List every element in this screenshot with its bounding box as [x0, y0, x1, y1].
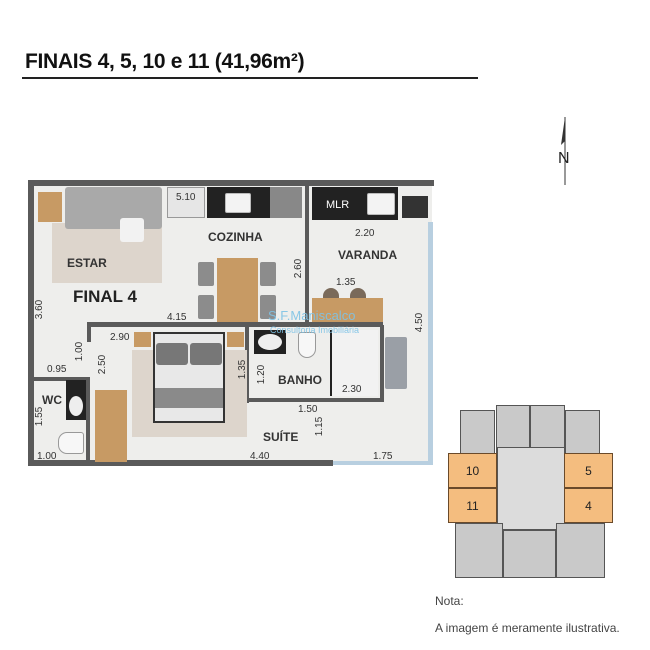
- room-label-mlr: MLR: [326, 199, 350, 211]
- dim-banho-door: 1.50: [298, 404, 318, 415]
- dim-banho-width: 2.30: [342, 384, 362, 395]
- fridge: [167, 187, 205, 218]
- wardrobe: [95, 390, 127, 462]
- barbecue: [402, 196, 428, 218]
- room-label-estar: ESTAR: [67, 256, 107, 270]
- shower: [330, 330, 378, 396]
- north-arrow-icon: [555, 115, 575, 187]
- laundry-sink: [367, 193, 395, 215]
- watermark-subtitle: Consultoria Imobiliária: [270, 325, 360, 335]
- note-label: Nota:: [435, 594, 464, 608]
- key-unit-10: 10: [448, 453, 497, 488]
- dim-suite-bed: 1.35: [237, 359, 249, 380]
- dim-bench: 1.35: [336, 277, 356, 288]
- rug: [52, 223, 162, 283]
- room-label-banho: BANHO: [278, 373, 322, 387]
- room-label-varanda: VARANDA: [338, 248, 398, 262]
- dim-wc-height: 1.55: [34, 406, 46, 427]
- dim-varanda-height: 4.50: [414, 312, 426, 333]
- kitchen-sink: [225, 193, 251, 213]
- unit-label: FINAL 4: [73, 287, 137, 306]
- dim-kitchen-wall: 2.60: [293, 258, 305, 279]
- key-unit-5: 5: [564, 453, 613, 488]
- sofa: [65, 187, 162, 229]
- title-underline: [22, 77, 478, 79]
- toilet: [298, 332, 316, 358]
- key-unit-4: 4: [564, 488, 613, 523]
- dim-fridge: 5.10: [176, 192, 196, 203]
- key-unit-11: 11: [448, 488, 497, 523]
- north-label: N: [558, 150, 570, 167]
- dim-banho-depth: 1.20: [256, 364, 268, 385]
- watermark-name: S.F.Maniscalco: [268, 308, 356, 323]
- dim-wc-width: 0.95: [47, 364, 67, 375]
- dim-varanda-width: 2.20: [355, 228, 375, 239]
- room-label-suite: SUÍTE: [263, 430, 299, 444]
- dim-varanda-bottom: 1.75: [373, 451, 393, 462]
- room-label-wc: WC: [42, 393, 62, 407]
- dim-suite-top: 2.90: [110, 332, 130, 343]
- varanda-bench: [312, 298, 383, 322]
- dining-table: [217, 258, 258, 322]
- lounge-chair: [385, 337, 407, 389]
- cooktop: [270, 187, 302, 218]
- dim-living-width: 4.15: [167, 312, 187, 323]
- dim-suite-side: 2.50: [97, 354, 109, 375]
- dim-wc-bottom: 1.00: [37, 451, 57, 462]
- ottoman: [120, 218, 144, 242]
- note-text: A imagem é meramente ilustrativa.: [435, 621, 620, 635]
- page-title: FINAIS 4, 5, 10 e 11 (41,96m²): [25, 50, 305, 73]
- side-table: [38, 192, 62, 222]
- dim-suite-door: 1.15: [314, 416, 326, 437]
- dim-suite-width: 4.40: [250, 451, 270, 462]
- wc-toilet: [58, 432, 84, 454]
- dim-wc-door: 1.00: [74, 341, 86, 362]
- floor-plan: ESTAR FINAL 4 COZINHA VARANDA MLR BANHO …: [0, 0, 440, 470]
- room-label-cozinha: COZINHA: [208, 230, 263, 244]
- dim-estar-height: 3.60: [34, 299, 46, 320]
